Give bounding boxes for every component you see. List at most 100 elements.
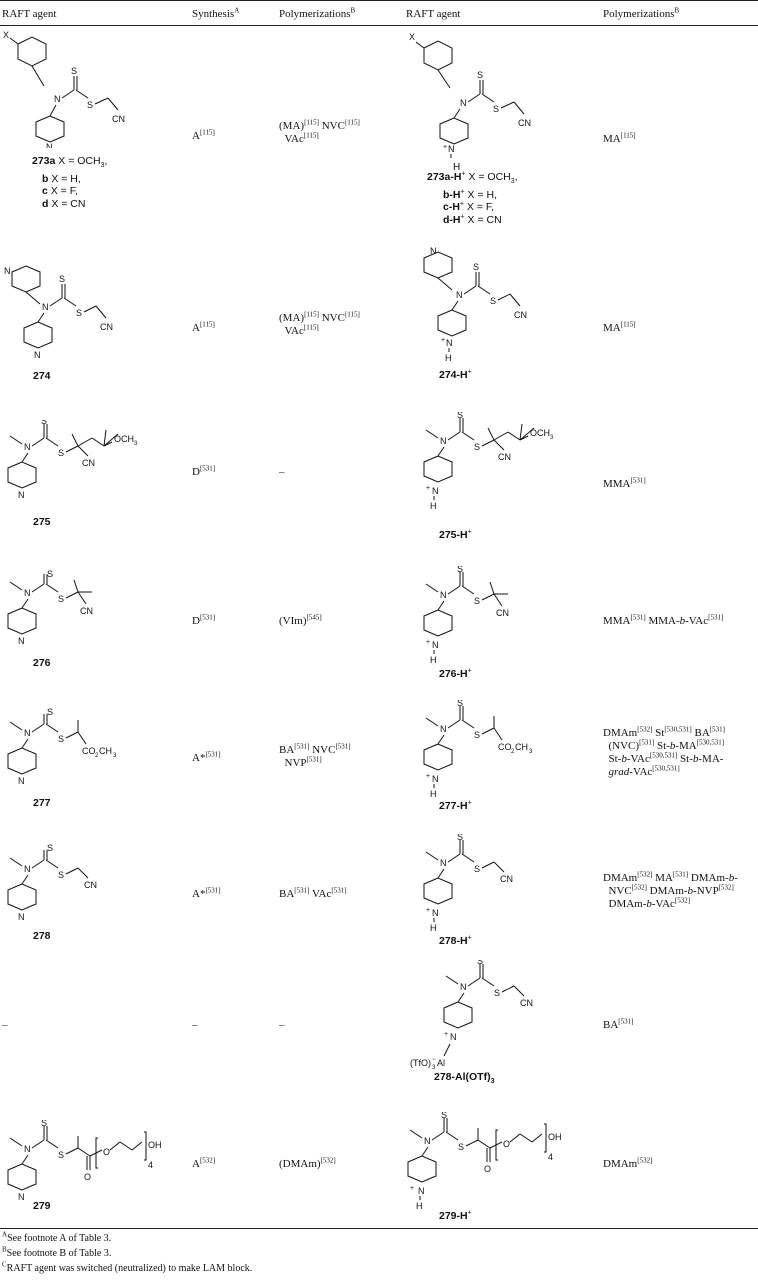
svg-text:N: N [432, 908, 439, 918]
poly-275: – [279, 466, 285, 478]
svg-text:N: N [18, 490, 25, 500]
structure-276: N S CN N [7, 574, 93, 646]
synthesis-275: D[531] [192, 464, 216, 478]
svg-text:+: + [443, 144, 447, 151]
label-276-H: 276-H+ [439, 667, 472, 681]
svg-text:N: N [24, 442, 31, 452]
svg-text:S: S [457, 700, 463, 708]
svg-text:N: N [430, 246, 437, 256]
svg-text:S: S [458, 1142, 464, 1152]
svg-text:CH: CH [99, 746, 112, 756]
poly-274: (MA)[115] NVC[115] VAc[115] [279, 310, 360, 337]
svg-text:N: N [440, 858, 447, 868]
svg-text:2: 2 [95, 753, 99, 759]
label-278-Al: 278-Al(OTf)3 [434, 1071, 495, 1086]
footnote-c: CRAFT agent was switched (neutralized) t… [2, 1260, 253, 1274]
svg-text:H: H [445, 353, 452, 362]
svg-text:N: N [418, 1186, 425, 1196]
svg-text:N: N [460, 98, 467, 108]
atom-278-S: S [47, 843, 54, 853]
svg-text:S: S [457, 834, 463, 842]
svg-text:S: S [58, 448, 64, 458]
svg-text:S: S [493, 104, 499, 114]
svg-text:+: + [426, 639, 430, 646]
svg-text:H: H [416, 1201, 423, 1211]
poly-278-al: – [279, 1019, 285, 1031]
svg-text:S: S [477, 960, 483, 966]
svg-text:N: N [460, 982, 467, 992]
header-polymerizations: PolymerizationsB [279, 6, 356, 20]
svg-text:N: N [24, 864, 31, 874]
svg-text:N: N [18, 636, 25, 646]
svg-text:S: S [58, 734, 64, 744]
synthesis-278-al: – [192, 1019, 198, 1031]
svg-text:O: O [84, 1172, 91, 1182]
synthesis-273: A[115] [192, 128, 215, 142]
svg-text:S: S [457, 412, 463, 420]
svg-text:S: S [441, 1112, 447, 1120]
svg-text:S: S [41, 420, 47, 426]
svg-text:S: S [71, 66, 77, 76]
svg-text:4: 4 [148, 1160, 153, 1170]
svg-text:N: N [448, 144, 455, 154]
poly-275-H: MMA[531] [603, 476, 646, 490]
poly-279: (DMAm)[532] [279, 1156, 336, 1170]
svg-text:X: X [3, 30, 9, 40]
synthesis-278: A*[531] [192, 886, 221, 900]
label-276: 276 [33, 657, 51, 669]
atom-277-S: S [47, 707, 54, 717]
poly-279-H: DMAm[532] [603, 1156, 653, 1170]
svg-text:3: 3 [134, 441, 138, 447]
svg-text:O: O [503, 1139, 510, 1149]
svg-text:N: N [24, 588, 31, 598]
poly-277-H: DMAm[532] St[530,531] BA[531] (NVC)[531]… [603, 725, 725, 778]
synthesis-276: D[531] [192, 613, 216, 627]
svg-text:CN: CN [520, 998, 533, 1008]
structure-274-H: N N S S CN N + H [423, 246, 527, 362]
svg-text:O: O [103, 1147, 110, 1157]
svg-text:OCH: OCH [530, 428, 550, 438]
poly-273: (MA)[115] NVC[115] VAc[115] [279, 118, 360, 145]
svg-text:3: 3 [529, 749, 533, 755]
svg-text:X: X [409, 32, 415, 42]
header-synthesis: SynthesisA [192, 6, 240, 20]
label-277-H: 277-H+ [439, 799, 472, 813]
svg-text:N: N [456, 290, 463, 300]
svg-text:−: − [432, 1057, 436, 1063]
header-raft-agent: RAFT agent [2, 8, 57, 20]
svg-text:N: N [424, 1136, 431, 1146]
svg-text:CO: CO [498, 742, 512, 752]
svg-text:N: N [18, 912, 25, 922]
poly-274-H: MA[115] [603, 320, 636, 334]
label-277: 277 [33, 797, 51, 809]
structure-276-H: N S S CN N + H [423, 566, 509, 665]
svg-text:Al: Al [437, 1058, 445, 1068]
svg-text:CN: CN [80, 606, 93, 616]
svg-text:N: N [450, 1032, 457, 1042]
svg-text:OH: OH [548, 1132, 562, 1142]
svg-text:S: S [59, 274, 65, 284]
structure-274: N N S S CN N [4, 265, 113, 360]
table-bottom-rule [0, 1228, 758, 1229]
svg-text:N: N [432, 774, 439, 784]
svg-text:S: S [87, 100, 93, 110]
svg-text:+: + [426, 485, 430, 492]
svg-text:(TfO): (TfO) [410, 1058, 431, 1068]
label-275-H: 275-H+ [439, 528, 472, 542]
svg-text:S: S [477, 70, 483, 80]
svg-text:S: S [490, 296, 496, 306]
svg-text:S: S [76, 308, 82, 318]
svg-text:S: S [58, 1150, 64, 1160]
svg-text:+: + [410, 1185, 414, 1192]
svg-text:N: N [24, 1144, 31, 1154]
svg-text:3: 3 [432, 1065, 436, 1070]
svg-text:S: S [58, 870, 64, 880]
svg-text:S: S [474, 864, 480, 874]
svg-text:+: + [426, 773, 430, 780]
structure-273-H: X N S S CN N + [409, 32, 531, 158]
svg-text:S: S [474, 730, 480, 740]
structure-278-H: N S S CN N + H [423, 834, 513, 933]
